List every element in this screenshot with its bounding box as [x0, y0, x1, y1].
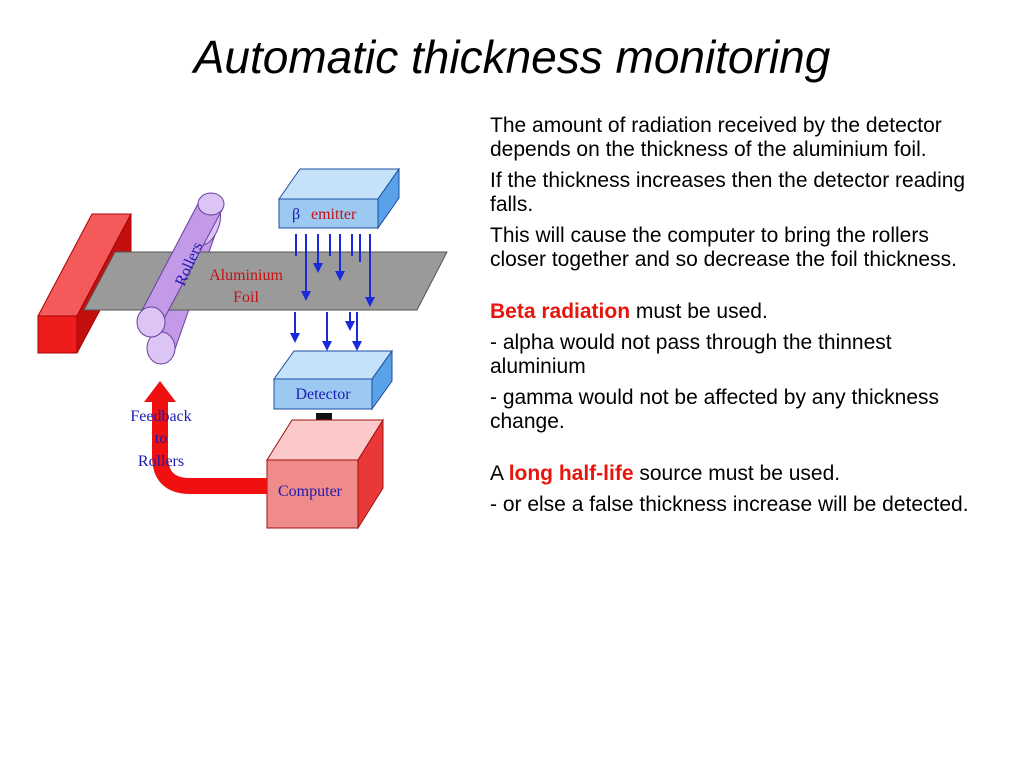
paragraph-false-increase: - or else a false thickness increase wil…	[490, 493, 969, 516]
half-life-rest: source must be used.	[633, 462, 841, 485]
detector-label: Detector	[295, 386, 351, 403]
feedback-label-line2: to	[155, 430, 167, 447]
emitter-label: emitter	[311, 206, 357, 223]
explanation-panel: The amount of radiation received by the …	[490, 114, 970, 517]
paragraph-half-life-required: A long half-life source must be used.	[490, 462, 970, 486]
beta-radiation-highlight: Beta radiation	[490, 300, 631, 323]
front-roller	[136, 192, 225, 338]
detector-box	[273, 349, 393, 411]
feedback-label-line1: Feedback	[130, 408, 191, 425]
emitter-box	[278, 167, 400, 230]
foil-label-line2: Foil	[233, 289, 259, 306]
paragraph-computer-action: This will cause the computer to bring th…	[490, 224, 957, 271]
thickness-monitoring-diagram: β emitter Rollers Aluminium Foil Detecto…	[37, 167, 448, 530]
computer-label: Computer	[278, 483, 343, 500]
beta-rays-incident	[295, 234, 375, 307]
paragraph-beta-required: Beta radiation must be used.	[490, 300, 970, 324]
paragraph-thickness-increase: If the thickness increases then the dete…	[490, 169, 966, 216]
slide-title: Automatic thickness monitoring	[193, 31, 831, 83]
beta-radiation-rest: must be used.	[630, 300, 768, 323]
beta-rays-transmitted	[290, 312, 362, 351]
feedback-label-line3: Rollers	[138, 453, 184, 470]
computer-box	[266, 418, 384, 530]
paragraph-radiation-received: The amount of radiation received by the …	[490, 114, 942, 161]
half-life-prefix: A	[490, 462, 509, 485]
foil-label-line1: Aluminium	[209, 267, 283, 284]
feedback-arrow	[144, 381, 267, 494]
paragraph-alpha-reason: - alpha would not pass through the thinn…	[490, 331, 892, 378]
paragraph-gamma-reason: - gamma would not be affected by any thi…	[490, 386, 940, 433]
emitter-symbol: β	[292, 206, 300, 223]
half-life-highlight: long half-life	[508, 462, 634, 485]
